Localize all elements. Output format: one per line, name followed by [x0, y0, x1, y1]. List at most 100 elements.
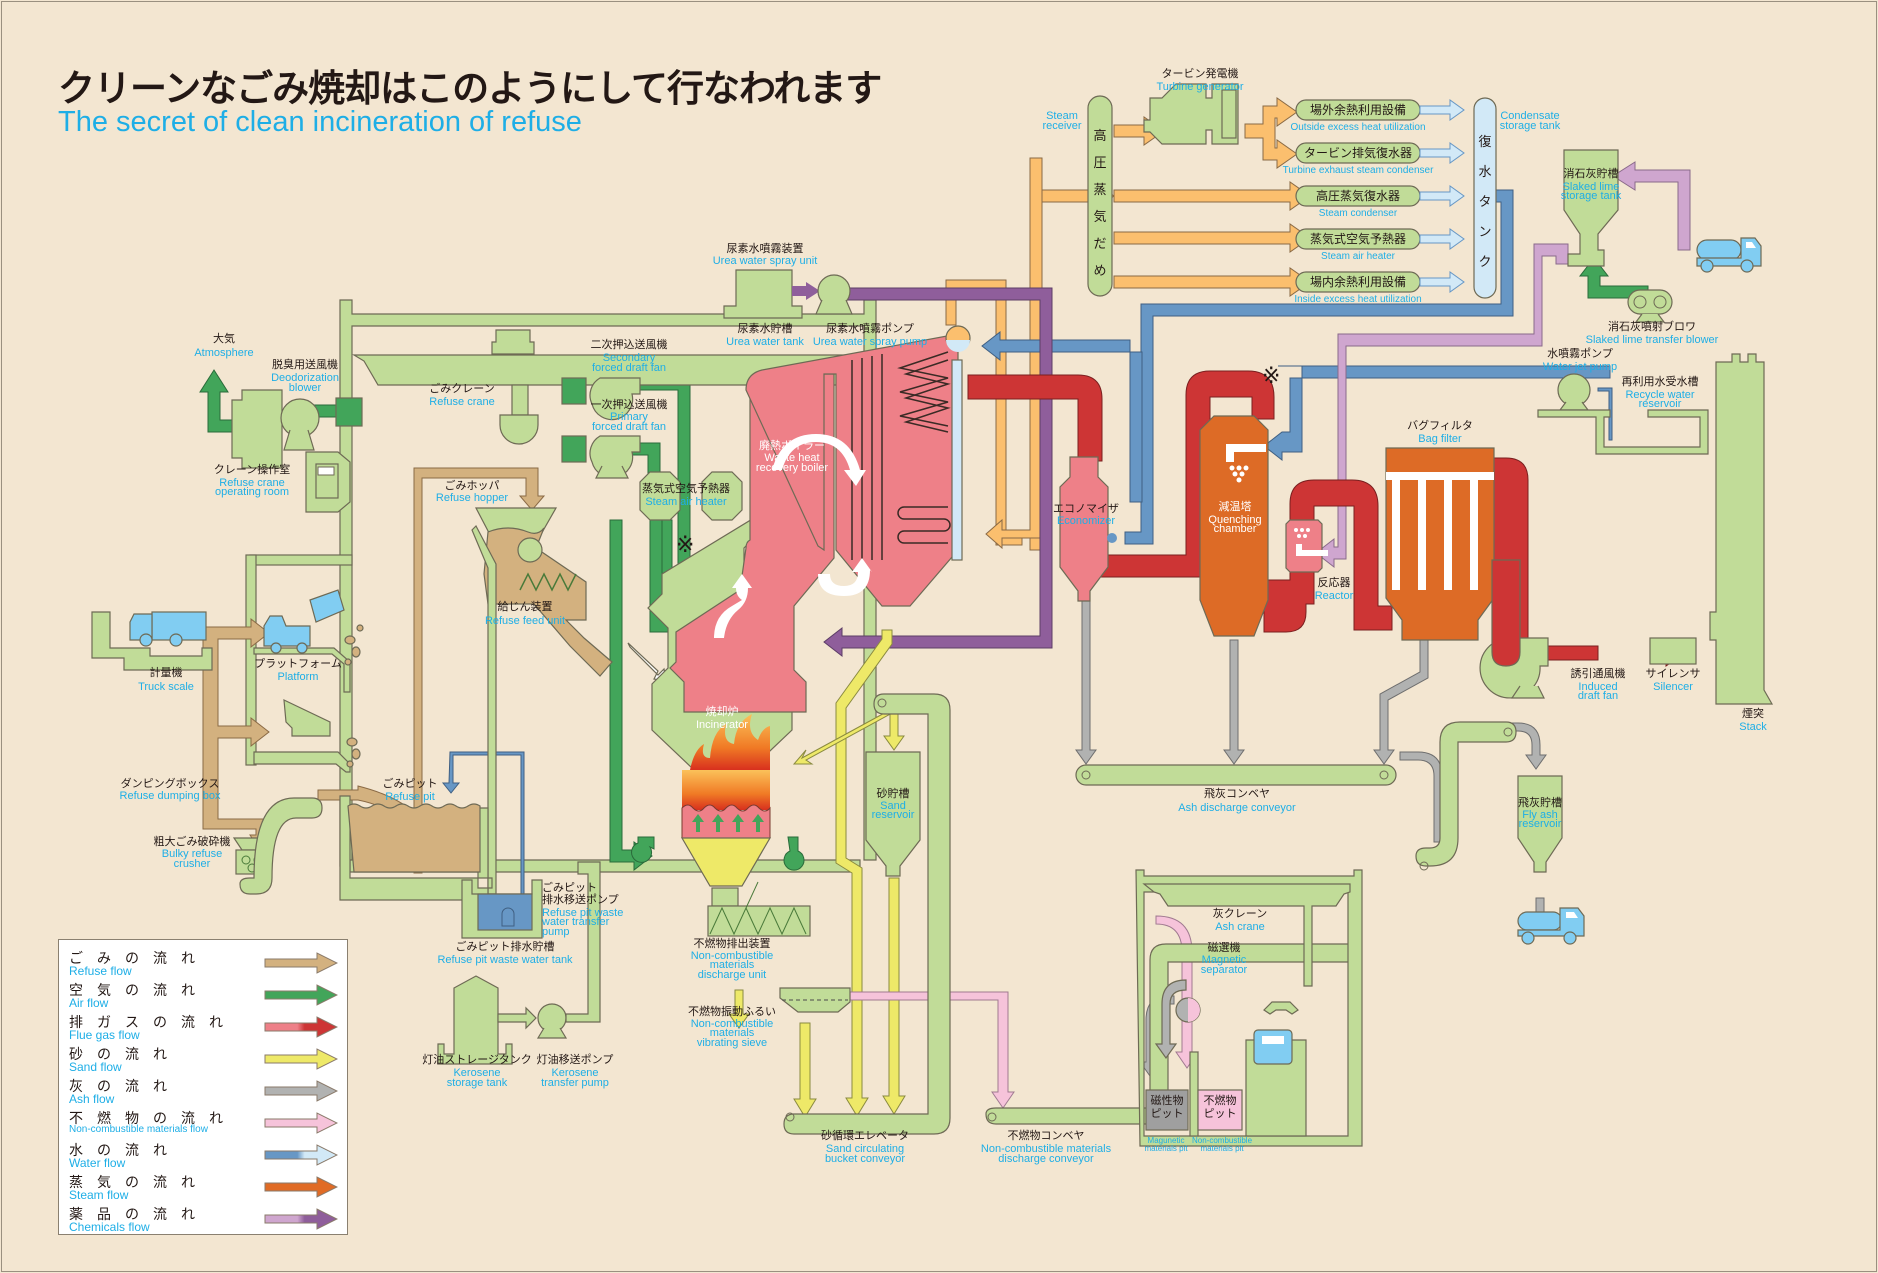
waste-heat-recovery-boiler[interactable]: [745, 333, 963, 607]
legend-label-en: Non-combustible materials flow: [69, 1124, 208, 1135]
urea-water-spray-unit[interactable]: [723, 269, 853, 319]
label-crane-room-jp: クレーン操作室: [214, 462, 290, 476]
label-feed-unit-en: Refuse feed unit: [485, 615, 565, 627]
label-boiler-en-1: Waste heat: [764, 452, 819, 464]
label-sand-elevator-en-1: Sand circulating: [826, 1143, 904, 1155]
refuse-pit[interactable]: [339, 795, 493, 901]
magnetic-materials-pit: [1145, 1089, 1189, 1131]
deodorization-blower: [231, 389, 363, 469]
label-water-jet-pump-jp: 水噴霧ポンプ: [1547, 347, 1613, 360]
refuse-crane[interactable]: [351, 329, 855, 445]
label-pit-pump-jp-2: 排水移送ポンプ: [542, 892, 619, 906]
label-sah-left-en: Steam air heater: [645, 496, 727, 508]
kerosene-storage-tank: [437, 975, 513, 1065]
label-truck-scale-en: Truck scale: [138, 681, 194, 693]
fly-ash-truck: [1517, 907, 1585, 945]
label-quenching-en-1: Quenching: [1208, 514, 1261, 526]
legend-label-en: Water flow: [69, 1156, 126, 1170]
label-lime-tank-jp: 消石灰貯槽: [1564, 166, 1619, 180]
reactor[interactable]: [1285, 519, 1328, 573]
label-secondary-fan-jp: 二次押込送風機: [591, 337, 668, 351]
label-ash-crane-jp: 灰クレーン: [1213, 906, 1267, 920]
ash-crane-building: [1135, 869, 1363, 1147]
label-magnetic-sep-jp: 磁選機: [1208, 940, 1241, 954]
label-nc-sieve-jp: 不燃物振動ふるい: [688, 1004, 776, 1018]
vertical-char: タ: [1478, 195, 1491, 210]
label-urea-unit-jp: 尿素水噴霧装置: [727, 242, 804, 255]
recycle-water-reservoir: [1537, 409, 1709, 455]
label-nc-discharge-jp: 不燃物排出装置: [694, 936, 771, 950]
non-combustible-pit: [1197, 1089, 1243, 1131]
label-condensate-en-2: storage tank: [1500, 120, 1561, 132]
stack[interactable]: [1709, 353, 1774, 705]
note-mark-left: ※: [676, 533, 694, 558]
label-pit-pump-en-3: pump: [542, 926, 570, 938]
legend-label-jp: 空気の流れ: [69, 983, 209, 999]
quenching-chamber[interactable]: [1199, 415, 1269, 637]
label-incinerator-jp: 焼却炉: [706, 705, 739, 718]
non-combustible-vibrating-sieve: [779, 987, 851, 1013]
label-lime-tank-en-2: storage tank: [1561, 190, 1622, 202]
label-refuse-crane-en: Refuse crane: [429, 396, 494, 408]
ash-discharge-conveyor: [1075, 764, 1397, 786]
silencer[interactable]: [1649, 637, 1697, 665]
label-refuse-pit-jp: ごみピット: [383, 776, 438, 790]
label-primary-fan-en-1: Primary: [610, 411, 648, 423]
legend-label-en: Flue gas flow: [69, 1028, 140, 1042]
label-nc-pit-jp-1: 不燃物: [1204, 1093, 1237, 1107]
steam-air-heaters-left: [639, 471, 743, 521]
refuse-dumping-box[interactable]: [253, 699, 361, 773]
refuse-pit-waste-water-tank: [461, 879, 543, 939]
label-sand-reservoir-en-1: Sand: [880, 800, 906, 812]
label-turbine-jp: タービン発電機: [1162, 66, 1239, 80]
induced-draft-fan[interactable]: [1479, 559, 1549, 699]
sand-circulating-conveyor: [783, 693, 951, 1135]
slaked-lime-storage-tank[interactable]: [1563, 149, 1619, 267]
sand-reservoir: [865, 751, 921, 877]
turbine-generator[interactable]: [1143, 83, 1239, 145]
legend-arrow-icon: [264, 1080, 338, 1102]
primary-forced-draft-fan: [561, 435, 641, 479]
label-recycle-en-2: reservoir: [1639, 398, 1682, 410]
platform[interactable]: [253, 589, 364, 693]
label-primary-fan-en-2: forced draft fan: [592, 421, 666, 433]
truck-scale[interactable]: [91, 611, 213, 671]
label-crusher-en-2: crusher: [174, 858, 211, 870]
legend-label-en: Sand flow: [69, 1060, 122, 1074]
labels: 大気 Atmosphere 脱臭用送風機 Deodorization blowe…: [120, 66, 1768, 1165]
label-quenching-en-2: chamber: [1214, 523, 1257, 535]
label-inside-heat-jp: 場内余熱利用設備: [1310, 274, 1406, 289]
bag-filter[interactable]: [1385, 447, 1495, 641]
label-nc-conveyor-jp: 不燃物コンベヤ: [1008, 1128, 1085, 1142]
magnetic-separator: [1154, 979, 1201, 1060]
water-jet-pump[interactable]: [1557, 373, 1591, 411]
vertical-char: だ: [1093, 237, 1106, 252]
label-bag-filter-jp: バグフィルタ: [1407, 418, 1473, 432]
label-atmosphere-en: Atmosphere: [194, 347, 253, 359]
label-nc-sieve-en-1: Non-combustible: [691, 1018, 774, 1030]
label-dumping-box-en: Refuse dumping box: [120, 790, 221, 802]
label-pit-pump-jp-1: ごみピット: [542, 880, 597, 894]
label-nc-pit-en-1: Non-combustible: [1192, 1136, 1253, 1145]
label-nc-pit-jp-2: ピット: [1204, 1107, 1237, 1120]
vertical-char: 蒸: [1093, 183, 1106, 198]
refuse-conveyor-left: [239, 797, 323, 895]
label-ash-conveyor-jp: 飛灰コンベヤ: [1204, 786, 1270, 800]
economizer[interactable]: [1059, 456, 1117, 602]
slaked-lime-blower[interactable]: [1627, 289, 1673, 323]
label-kerosene-pump-jp: 灯油移送ポンプ: [537, 1052, 614, 1066]
legend-arrow-icon: [264, 1048, 338, 1070]
page-title-jp: クリーンなごみ焼却はこのようにして行なわれます: [58, 67, 882, 110]
vertical-char: 水: [1478, 165, 1491, 180]
label-hopper-en: Refuse hopper: [436, 492, 508, 504]
label-fly-ash-en-1: Fly ash: [1522, 809, 1557, 821]
label-atmosphere-jp: 大気: [213, 331, 235, 345]
label-nc-discharge-en-1: Non-combustible: [691, 950, 774, 962]
label-steam-condenser-en: Steam condenser: [1319, 208, 1398, 219]
